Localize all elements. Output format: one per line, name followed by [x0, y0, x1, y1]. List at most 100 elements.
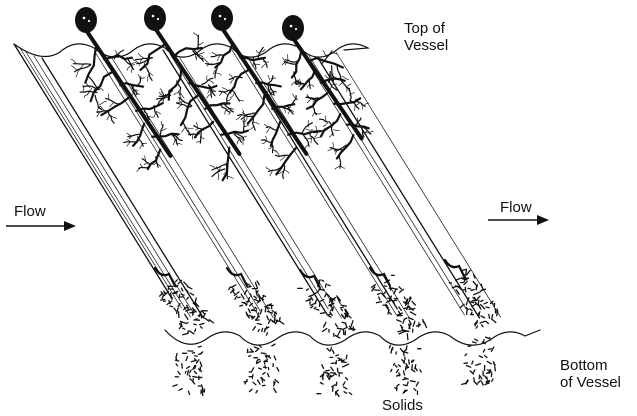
- solid-fleck: [476, 364, 481, 366]
- solid-fleck: [248, 309, 250, 313]
- dendrite-branch: [215, 44, 232, 67]
- solid-fleck: [325, 293, 327, 297]
- solid-fleck: [413, 321, 415, 326]
- solid-fleck: [161, 299, 165, 300]
- solid-fleck: [268, 368, 269, 370]
- solid-fleck: [472, 361, 473, 364]
- solid-fleck: [466, 307, 468, 309]
- solid-fleck: [176, 280, 178, 282]
- solid-fleck: [229, 287, 231, 290]
- dendrite-branch: [148, 74, 149, 81]
- solid-fleck: [187, 305, 189, 309]
- dendrite-branch: [347, 124, 369, 128]
- solid-fleck: [194, 324, 196, 325]
- solid-fleck: [195, 356, 198, 357]
- dendrite-branch: [138, 53, 143, 58]
- solid-fleck: [336, 382, 337, 385]
- solid-fleck: [306, 300, 310, 301]
- solid-fleck: [277, 367, 279, 371]
- solid-fleck: [265, 360, 267, 361]
- dendrite-branch: [295, 83, 305, 84]
- solid-fleck: [201, 385, 202, 389]
- solid-fleck: [485, 356, 487, 358]
- top-of-vessel-label: Top of Vessel: [404, 20, 448, 54]
- solid-fleck: [479, 305, 480, 307]
- solid-fleck: [399, 287, 401, 289]
- dendrite-branch: [276, 148, 296, 175]
- dendrite-branch: [207, 94, 211, 98]
- solid-fleck: [261, 353, 266, 354]
- solid-fleck: [322, 280, 324, 281]
- dendrite-branch: [218, 173, 219, 180]
- dendrite-branch: [138, 74, 140, 78]
- flow-arrow-left-icon: [6, 221, 76, 231]
- solid-fleck: [403, 319, 405, 323]
- solid-fleck: [235, 296, 237, 299]
- solid-fleck: [176, 354, 177, 358]
- solid-fleck: [336, 393, 339, 397]
- solid-fleck: [246, 301, 249, 302]
- solid-fleck: [200, 323, 204, 324]
- solid-fleck: [200, 326, 202, 328]
- solid-fleck: [344, 387, 347, 389]
- dendrite-branch: [320, 119, 332, 124]
- solid-fleck: [331, 363, 336, 364]
- solid-fleck: [400, 325, 402, 328]
- solid-fleck: [323, 372, 324, 376]
- dendrite-branch: [206, 76, 207, 82]
- solid-fleck: [183, 328, 185, 329]
- dendrite-branch: [127, 66, 130, 71]
- solid-fleck: [176, 358, 177, 361]
- dendrite-branch: [196, 122, 197, 127]
- dendrite-branch: [275, 150, 279, 155]
- solid-fleck: [323, 329, 327, 332]
- dendrite-branch: [369, 131, 373, 133]
- solid-fleck: [252, 368, 254, 372]
- dendrite-branch: [271, 78, 276, 79]
- solid-fleck: [322, 365, 324, 369]
- solid-fleck: [249, 356, 251, 357]
- dendrite-branch: [209, 80, 214, 83]
- solid-fleck: [309, 295, 313, 296]
- dendrite-branch: [312, 113, 316, 117]
- solid-fleck: [184, 282, 188, 286]
- solid-fleck: [409, 360, 410, 364]
- solid-fleck: [474, 382, 477, 385]
- solid-fleck: [473, 281, 476, 285]
- solid-fleck: [259, 368, 262, 369]
- solid-fleck: [185, 314, 188, 319]
- dendrite-branch: [264, 62, 269, 63]
- blob-highlight: [83, 17, 86, 20]
- dendrite-branch: [316, 113, 321, 114]
- solid-fleck: [404, 318, 406, 319]
- solid-fleck: [483, 349, 485, 352]
- dendrite-branch: [110, 102, 114, 107]
- dendrite-branch: [224, 110, 226, 115]
- solid-fleck: [412, 301, 415, 305]
- solid-fleck: [314, 307, 316, 308]
- solid-fleck: [249, 315, 253, 317]
- solid-fleck: [373, 287, 375, 289]
- solid-fleck: [384, 291, 386, 294]
- dendrite-branch: [262, 64, 266, 68]
- solid-fleck: [407, 382, 408, 385]
- solid-fleck: [193, 379, 194, 382]
- solid-fleck: [481, 316, 485, 318]
- solid-fleck: [325, 370, 329, 371]
- solid-fleck: [398, 331, 403, 332]
- solid-fleck: [195, 329, 196, 332]
- dendrite-branch: [154, 112, 157, 117]
- solid-fleck: [258, 313, 259, 318]
- solid-fleck: [238, 297, 240, 298]
- solid-fleck: [487, 372, 489, 373]
- solid-fleck: [200, 362, 202, 366]
- solid-fleck: [337, 328, 343, 329]
- dendrite-branch: [227, 99, 232, 101]
- solid-fleck: [194, 371, 196, 373]
- solid-fleck: [486, 322, 488, 324]
- solids-deposits: [155, 260, 498, 396]
- solid-fleck: [398, 365, 400, 367]
- dendrite-branch: [230, 94, 234, 98]
- dendrite-branch: [337, 135, 353, 158]
- dendrite-branch: [205, 59, 209, 63]
